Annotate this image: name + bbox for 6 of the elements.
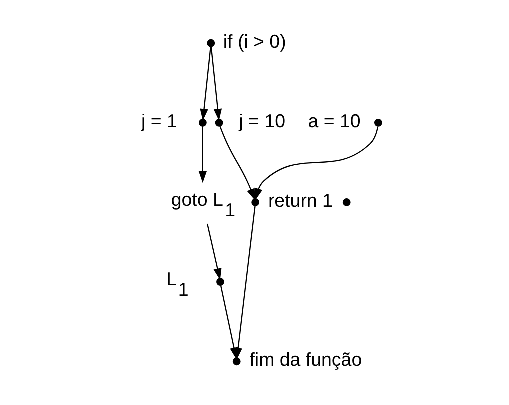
node-label: a = 10 [308, 110, 360, 132]
node-label: fim da função [249, 349, 362, 370]
node-label: j = 1 [141, 110, 177, 132]
node-label: return 1 [268, 190, 332, 211]
node-label: j = 10 [238, 110, 286, 132]
node-label: if (i > 0) [222, 30, 286, 52]
